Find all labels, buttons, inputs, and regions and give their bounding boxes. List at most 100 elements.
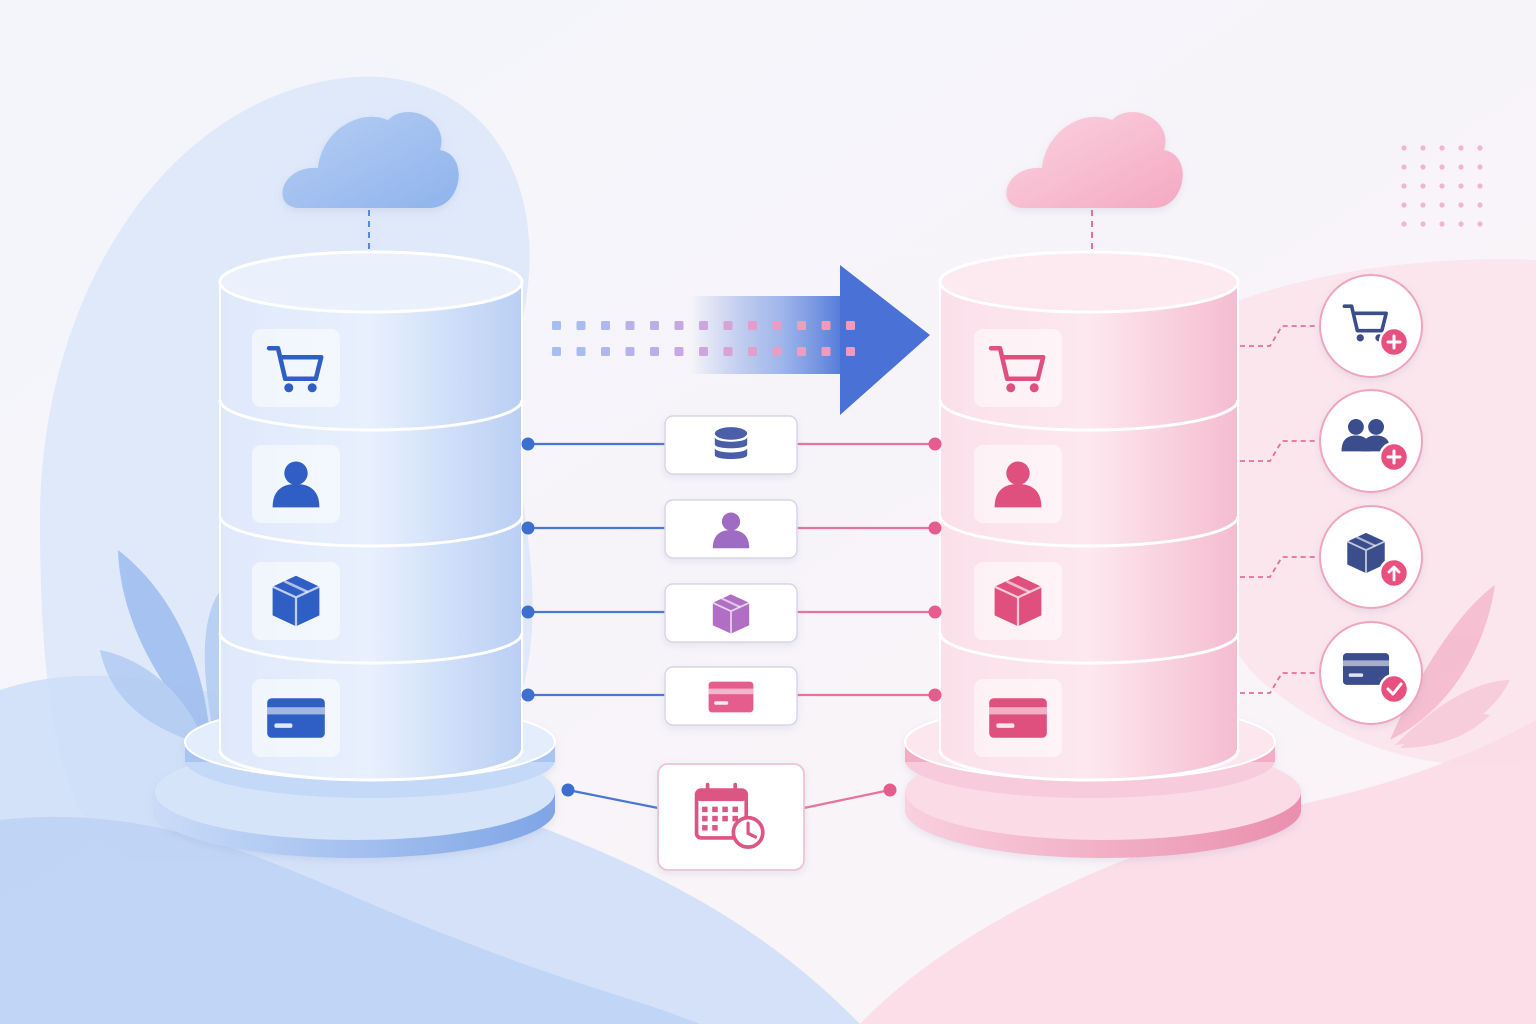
package-icon: [994, 575, 1042, 627]
cart-icon: [266, 345, 324, 393]
arrow-dot: [601, 347, 610, 356]
grid-dot: [1401, 202, 1407, 208]
user-tile: [252, 445, 340, 523]
arrow-dot: [625, 321, 635, 330]
cart-add-icon: [1240, 274, 1423, 378]
grid-dot: [1477, 183, 1483, 189]
database-top: [938, 250, 1240, 314]
arrow-dot: [748, 321, 757, 330]
grid-dot: [1401, 145, 1407, 151]
target-badges: [1240, 274, 1423, 725]
source-layers: [218, 250, 524, 782]
source-connector-dot: [561, 783, 575, 797]
grid-dot: [1477, 164, 1483, 170]
arrow-dot: [846, 321, 855, 330]
pink-leaves: [1390, 585, 1510, 748]
grid-dot: [1420, 145, 1426, 151]
credit-card-tile: [974, 679, 1062, 757]
arrow-dot: [576, 347, 586, 356]
grid-dot: [1420, 164, 1426, 170]
arrow-dot: [821, 321, 831, 330]
arrow-dot: [674, 321, 684, 330]
arrow-dot: [552, 347, 561, 356]
user-icon: [712, 512, 750, 549]
arrow-dot: [601, 321, 610, 330]
grid-dot: [1401, 164, 1407, 170]
credit-card-icon: [989, 698, 1047, 738]
dot-grid: [1401, 145, 1483, 227]
arrow-dots: [552, 321, 855, 356]
mapping-card-schedule: [657, 763, 805, 871]
user-icon: [272, 461, 320, 508]
cloud-icon: [282, 111, 459, 208]
target-connector-dot: [928, 688, 942, 702]
mapping-card: [664, 666, 798, 726]
grid-dot: [1458, 183, 1464, 189]
source-connector-dot: [521, 521, 535, 535]
arrow-dot: [552, 321, 561, 330]
arrow-dot: [797, 347, 806, 356]
grid-dot: [1477, 145, 1483, 151]
arrow-dot: [650, 347, 659, 356]
users-add-icon: [1240, 389, 1423, 493]
arrow-dot: [821, 347, 831, 356]
cart-icon: [988, 345, 1046, 393]
grid-dot: [1401, 221, 1407, 227]
pink-ground: [860, 720, 1536, 1024]
credit-card-icon: [708, 681, 754, 713]
source-connector-dot: [521, 605, 535, 619]
grid-dot: [1439, 164, 1445, 170]
arrow-dot: [699, 347, 708, 356]
package-icon: [712, 594, 750, 634]
grid-dot: [1477, 221, 1483, 227]
grid-dot: [1420, 221, 1426, 227]
database-icon: [714, 427, 748, 460]
arrow-dot: [797, 321, 806, 330]
blue-ground-front: [0, 816, 700, 1024]
grid-dot: [1439, 202, 1445, 208]
mapping-cards: [657, 415, 805, 871]
grid-dot: [1439, 183, 1445, 189]
database-top: [218, 250, 524, 314]
arrow-dot: [772, 347, 782, 356]
package-upload-icon: [1240, 505, 1423, 609]
connectors: [521, 437, 942, 810]
arrow-dot: [723, 321, 733, 330]
credit-card-tile: [252, 679, 340, 757]
arrow-dot: [674, 347, 684, 356]
transfer-arrow: [552, 265, 930, 415]
grid-dot: [1458, 221, 1464, 227]
user-icon: [994, 461, 1042, 508]
grid-dot: [1439, 221, 1445, 227]
arrow-dot: [723, 347, 733, 356]
target-layers: [938, 250, 1240, 782]
package-tile: [974, 562, 1062, 640]
arrow-dot: [650, 321, 659, 330]
grid-dot: [1477, 202, 1483, 208]
grid-dot: [1458, 164, 1464, 170]
grid-dot: [1420, 183, 1426, 189]
cart-tile: [974, 329, 1062, 407]
mapping-card: [664, 415, 798, 475]
arrow-dot: [625, 347, 635, 356]
grid-dot: [1401, 183, 1407, 189]
package-icon: [272, 575, 320, 627]
source-connector-dot: [521, 437, 535, 451]
grid-dot: [1439, 145, 1445, 151]
source-connector-dot: [521, 688, 535, 702]
package-tile: [252, 562, 340, 640]
target-connector-dot: [928, 605, 942, 619]
target-connector-dot: [928, 521, 942, 535]
arrow-dot: [772, 321, 782, 330]
grid-dot: [1458, 145, 1464, 151]
cloud-icon: [1006, 111, 1183, 208]
arrow-dot: [576, 321, 586, 330]
target-connector-dot: [928, 437, 942, 451]
mapping-card: [664, 499, 798, 559]
mapping-card: [664, 583, 798, 643]
credit-card-icon: [267, 698, 325, 738]
user-tile: [974, 445, 1062, 523]
credit-card-check-icon: [1240, 621, 1423, 725]
grid-dot: [1458, 202, 1464, 208]
